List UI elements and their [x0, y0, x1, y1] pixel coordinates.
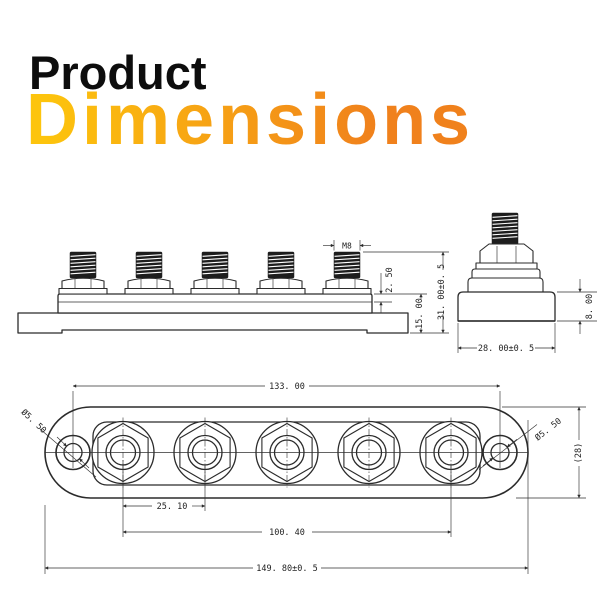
- title-block: Product Dimensions: [0, 0, 600, 170]
- page-title-line2: Dimensions: [26, 80, 475, 160]
- top-view-drawing: 133. 00 Ø5. 50 Ø5. 50: [19, 382, 586, 574]
- dim-hole-dia-right: Ø5. 50: [533, 416, 564, 444]
- dim-plate-thickness: 2. 50: [385, 267, 395, 293]
- dim-stud-pitch: 25. 10: [157, 502, 188, 512]
- dim-body-width-group: (28): [502, 406, 586, 499]
- dim-hole-span-group: 133. 00: [72, 382, 501, 468]
- dim-end-top-height-group: 8. 00: [557, 279, 597, 334]
- dim-stud-pitch-group: 25. 10: [122, 460, 206, 537]
- dim-stud-span: 100. 40: [269, 528, 305, 538]
- dim-end-width-group: 28. 00±0. 5: [457, 323, 556, 354]
- end-view-drawing: 8. 00 28. 00±0. 5: [457, 212, 597, 354]
- dim-overall-height: 31. 00±0. 5: [437, 264, 447, 320]
- dim-end-top-height: 8. 00: [585, 294, 595, 320]
- dim-plate-thickness-group: 2. 50: [374, 267, 395, 313]
- dim-stud-span-group: 100. 40: [122, 466, 452, 538]
- dim-hole-span: 133. 00: [269, 382, 305, 392]
- dim-overall-length-group: 149. 80±0. 5: [44, 420, 529, 574]
- dim-end-width: 28. 00±0. 5: [478, 344, 534, 354]
- dim-body-width: (28): [574, 443, 584, 463]
- dim-base-height: 15. 00: [415, 298, 425, 329]
- side-view-drawing: M8 31. 00±0. 5 15. 00: [17, 240, 449, 334]
- dim-thread-size-group: M8: [323, 240, 371, 251]
- dim-hole-dia-left: Ø5. 50: [19, 407, 49, 436]
- dim-thread-size: M8: [342, 241, 352, 250]
- dim-overall-height-group: 31. 00±0. 5: [363, 251, 449, 334]
- dim-overall-length: 149. 80±0. 5: [256, 564, 317, 574]
- page-title-line1: Product: [29, 46, 207, 99]
- dim-base-height-group: 15. 00: [374, 293, 427, 334]
